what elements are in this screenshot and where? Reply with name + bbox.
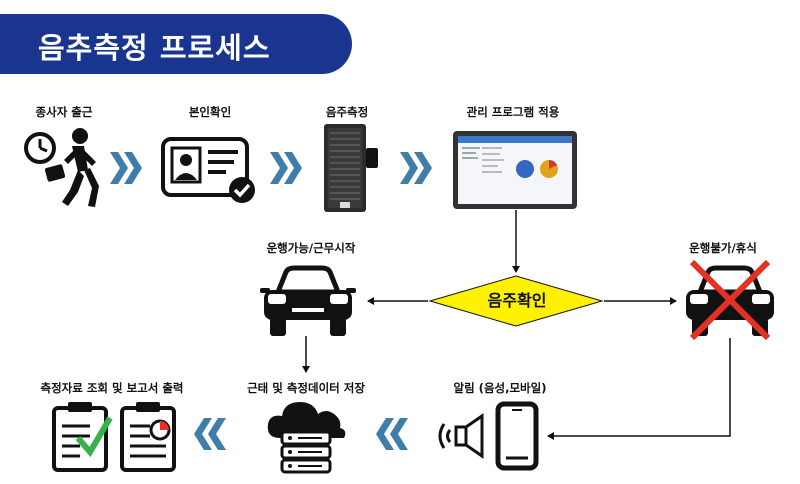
chevron-left-1 [194, 418, 226, 450]
decision-diamond [428, 275, 604, 327]
label-measure: 음주측정 [325, 105, 369, 119]
chevron-right-1 [110, 152, 142, 184]
label-drive-no: 운행불가/휴식 [689, 241, 757, 255]
car-icon [260, 262, 356, 338]
label-id-check: 본인확인 [188, 105, 232, 119]
label-drive-ok: 운행가능/근무시작 [266, 241, 356, 255]
clipboard-report-icon [50, 400, 180, 474]
chevron-right-2 [270, 152, 302, 184]
cloud-server-icon [264, 398, 348, 474]
id-card-icon [160, 136, 260, 206]
page-title: 음추측정 프로세스 [38, 31, 271, 65]
chevron-left-2 [376, 418, 408, 450]
arrow-drive-no-to-alert [547, 338, 731, 440]
title-banner: 음추측정 프로세스 [0, 14, 352, 74]
speaker-phone-icon [436, 400, 542, 472]
breathalyzer-device-icon [322, 122, 382, 214]
label-alert: 알림 (음성,모바일) [453, 381, 547, 395]
label-report: 측정자료 조회 및 보고서 출력 [40, 381, 184, 395]
label-program: 관리 프로그램 적용 [466, 105, 560, 119]
chevron-right-3 [400, 152, 432, 184]
decision-label: 음주확인 [487, 291, 547, 310]
program-screen-icon [452, 130, 578, 210]
label-store: 근태 및 측정데이터 저장 [247, 381, 365, 395]
walking-worker-icon [24, 126, 104, 210]
label-clock-in: 종사자 출근 [35, 105, 93, 119]
check-icon [75, 416, 113, 458]
car-blocked-icon [682, 258, 778, 342]
